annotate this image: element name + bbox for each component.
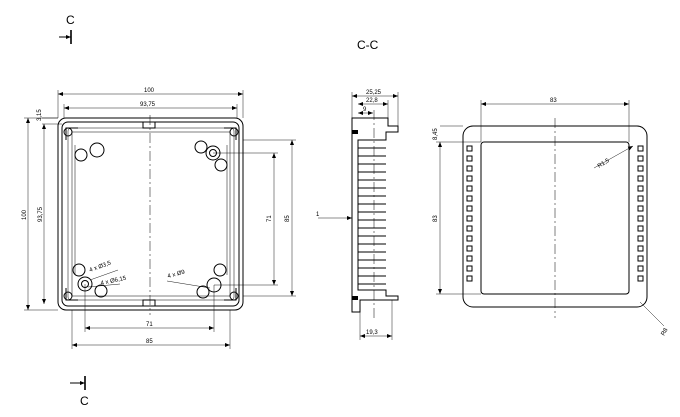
boss-top-left	[89, 142, 105, 158]
dim-wall-thickness: 1	[316, 212, 320, 218]
dim-outer-radius: R8	[661, 327, 670, 337]
note-bosses: 4 x Ø3,5	[89, 260, 113, 274]
dim-overall-height: 100	[22, 209, 28, 220]
section-view-title: C-C	[357, 38, 379, 52]
section-view: 25,25 22,8 9 1 19,3	[316, 90, 399, 340]
dim-hole-span-h: 71	[146, 322, 153, 328]
dim-outer-span-v: 85	[285, 215, 291, 222]
section-letter-bottom: C	[80, 394, 89, 408]
dim-back-width: 83	[550, 98, 557, 104]
dim-overall-width: 100	[144, 88, 155, 94]
dim-inner-width: 93,75	[140, 102, 156, 108]
dim-hole-span-v: 71	[267, 215, 273, 222]
back-view: 83 83 8,45 R1,5 R8	[433, 98, 670, 337]
section-mark-bottom: C	[70, 376, 89, 408]
section-fins	[358, 147, 386, 285]
dim-wall: 3,15	[37, 109, 43, 121]
dim-inner-depth: 22,8	[366, 98, 378, 104]
front-view: 4 x Ø3,5 4 x Ø6,15 4 x Ø9 100 93,75 3,15…	[22, 88, 296, 349]
dim-depth: 25,25	[366, 90, 382, 96]
dim-inner-height: 93,75	[38, 206, 44, 222]
section-letter-top: C	[66, 13, 75, 27]
vent-slots-right	[637, 145, 644, 282]
dim-back-margin: 8,45	[433, 128, 439, 140]
note-holes: 4 x Ø6,15	[100, 276, 127, 287]
dim-base: 19,3	[366, 330, 378, 336]
dim-back-height: 83	[433, 215, 439, 222]
dim-outer-span-h: 85	[146, 339, 153, 345]
dim-lip: 9	[363, 107, 367, 113]
vent-slots-left	[466, 145, 473, 282]
section-mark-top: C	[59, 13, 75, 44]
note-pads: 4 x Ø9	[167, 269, 186, 280]
